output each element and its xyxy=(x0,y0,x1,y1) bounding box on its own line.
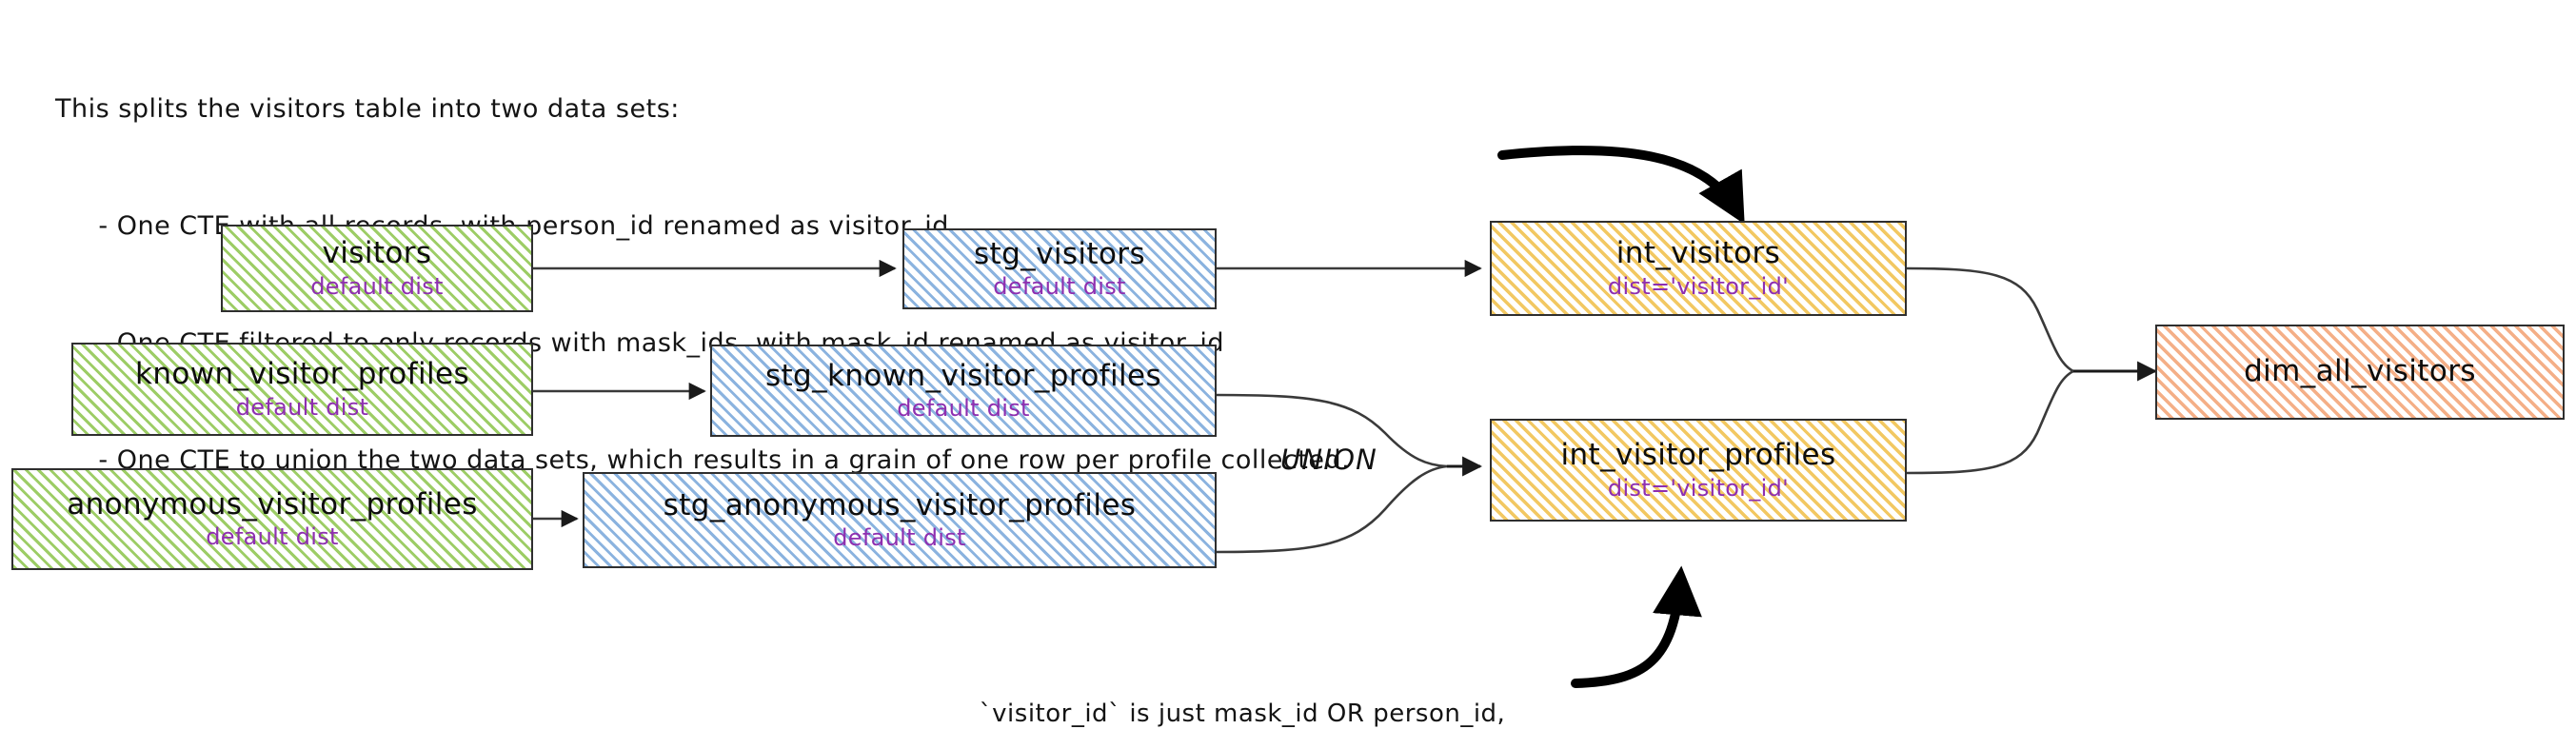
node-stg-visitors-title: stg_visitors xyxy=(973,236,1146,271)
edge-int-visitor-profiles-to-dim xyxy=(1906,369,2074,475)
node-known-visitor-profiles-subtitle: default dist xyxy=(235,393,369,421)
node-int-visitor-profiles[interactable]: int_visitor_profiles dist='visitor_id' xyxy=(1490,419,1907,522)
node-stg-visitors-subtitle: default dist xyxy=(993,273,1126,301)
annotation-arrow-top xyxy=(1497,146,1745,225)
union-edge-label: UNION xyxy=(1280,443,1377,476)
node-int-visitor-profiles-subtitle: dist='visitor_id' xyxy=(1607,474,1790,502)
node-int-visitors-subtitle: dist='visitor_id' xyxy=(1607,272,1790,300)
node-dim-all-visitors[interactable]: dim_all_visitors xyxy=(2155,325,2565,420)
node-anonymous-visitor-profiles-title: anonymous_visitor_profiles xyxy=(67,486,478,522)
node-visitors-subtitle: default dist xyxy=(310,272,444,300)
node-anonymous-visitor-profiles[interactable]: anonymous_visitor_profiles default dist xyxy=(11,468,533,570)
node-dim-all-visitors-title: dim_all_visitors xyxy=(2244,354,2476,389)
bottom-note-line-1: `visitor_id` is just mask_id OR person_i… xyxy=(979,699,1506,728)
edge-int-visitors-to-dim xyxy=(1906,266,2074,373)
node-anonymous-visitor-profiles-subtitle: default dist xyxy=(206,523,339,551)
top-note-line-1: This splits the visitors table into two … xyxy=(55,94,680,125)
annotation-arrow-bottom xyxy=(1571,565,1702,688)
node-stg-anonymous-visitor-profiles-title: stg_anonymous_visitor_profiles xyxy=(663,487,1137,522)
node-known-visitor-profiles[interactable]: known_visitor_profiles default dist xyxy=(71,343,533,436)
node-stg-anonymous-visitor-profiles-subtitle: default dist xyxy=(833,524,966,552)
node-int-visitor-profiles-title: int_visitor_profiles xyxy=(1560,438,1836,473)
node-stg-known-visitor-profiles[interactable]: stg_known_visitor_profiles default dist xyxy=(710,345,1217,437)
top-note-line-4: - One CTE to union the two data sets, wh… xyxy=(55,445,1351,476)
node-visitors-title: visitors xyxy=(322,236,432,271)
node-visitors[interactable]: visitors default dist xyxy=(221,225,533,312)
node-int-visitors-title: int_visitors xyxy=(1615,236,1781,271)
node-stg-anonymous-visitor-profiles[interactable]: stg_anonymous_visitor_profiles default d… xyxy=(583,472,1217,568)
node-stg-known-visitor-profiles-subtitle: default dist xyxy=(897,395,1030,423)
bottom-annotation-note: `visitor_id` is just mask_id OR person_i… xyxy=(928,626,1556,749)
node-int-visitors[interactable]: int_visitors dist='visitor_id' xyxy=(1490,221,1907,316)
node-known-visitor-profiles-title: known_visitor_profiles xyxy=(134,357,470,392)
node-stg-visitors[interactable]: stg_visitors default dist xyxy=(902,228,1217,309)
node-stg-known-visitor-profiles-title: stg_known_visitor_profiles xyxy=(764,358,1162,393)
